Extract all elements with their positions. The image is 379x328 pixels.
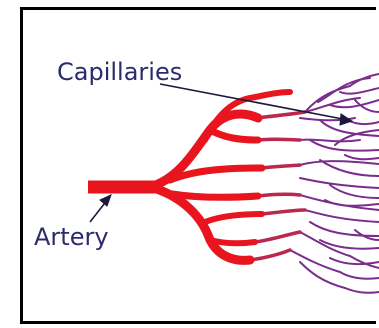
artery-vessel — [88, 92, 290, 260]
capillary-network — [290, 74, 379, 293]
capillaries-label: Capillaries — [57, 60, 182, 84]
artery-label: Artery — [34, 225, 109, 249]
arteriole-branches — [250, 112, 305, 260]
